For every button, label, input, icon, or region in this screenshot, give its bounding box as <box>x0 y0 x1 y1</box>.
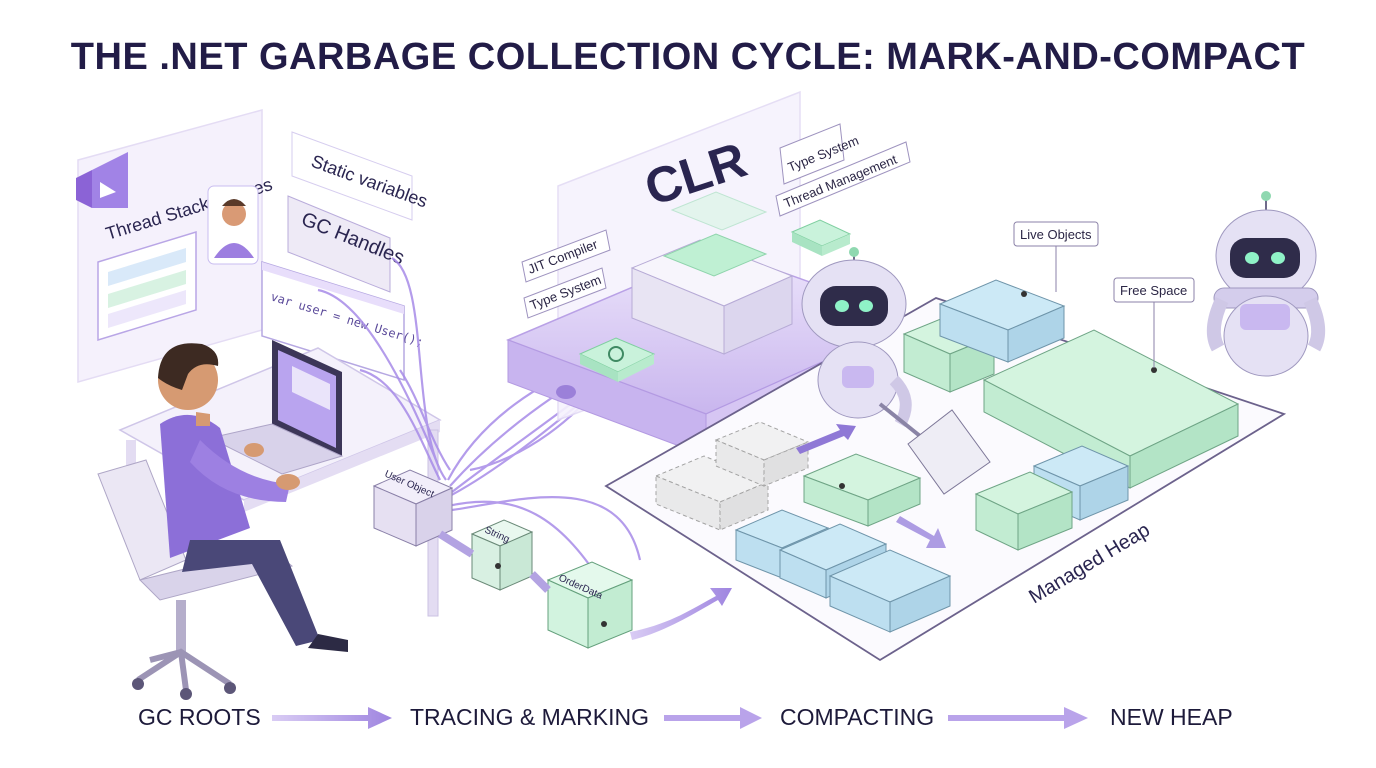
visual-studio-icon <box>76 152 128 208</box>
step-new-heap: NEW HEAP <box>1110 704 1233 730</box>
freed-object-slots <box>654 421 810 531</box>
step-compacting: COMPACTING <box>780 704 935 730</box>
step-arrow-icon <box>664 707 762 729</box>
live-object-block-3 <box>828 549 952 633</box>
code-window: var user = new User(); <box>261 260 425 382</box>
live-objects-callout: Live Objects <box>1013 221 1099 247</box>
managed-heap: Managed Heap <box>604 221 1287 662</box>
step-arrow-icon <box>272 707 392 729</box>
traced-objects: User Object String OrderData <box>372 469 732 649</box>
svg-text:Free Space: Free Space <box>1120 283 1187 298</box>
gear-chip-icon <box>578 337 656 382</box>
step-tracing-marking: TRACING & MARKING <box>410 704 649 730</box>
compact-block-b <box>938 279 1066 363</box>
roots-panel: Thread Stack Frames Static variables GC … <box>76 109 430 383</box>
step-gc-roots: GC ROOTS <box>138 704 261 730</box>
clr-platform: CLR JIT Compiler Type System <box>505 90 919 457</box>
orderdata-object-cube: OrderData <box>546 561 634 649</box>
robot-idle <box>1206 191 1326 377</box>
page-title: THE .NET GARBAGE COLLECTION CYCLE: MARK-… <box>70 36 1306 78</box>
avatar <box>207 185 259 265</box>
compact-block-d <box>974 471 1074 551</box>
thread-chip-icon <box>790 219 852 256</box>
gc-robot-shoveling <box>801 247 991 495</box>
stack-frames-window <box>97 230 197 342</box>
step-arrow-icon <box>948 707 1088 729</box>
svg-text:Live Objects: Live Objects <box>1020 227 1092 242</box>
live-object-block-4 <box>802 453 922 527</box>
string-object-cube: String <box>470 519 534 591</box>
free-space-callout: Free Space <box>1113 277 1195 303</box>
